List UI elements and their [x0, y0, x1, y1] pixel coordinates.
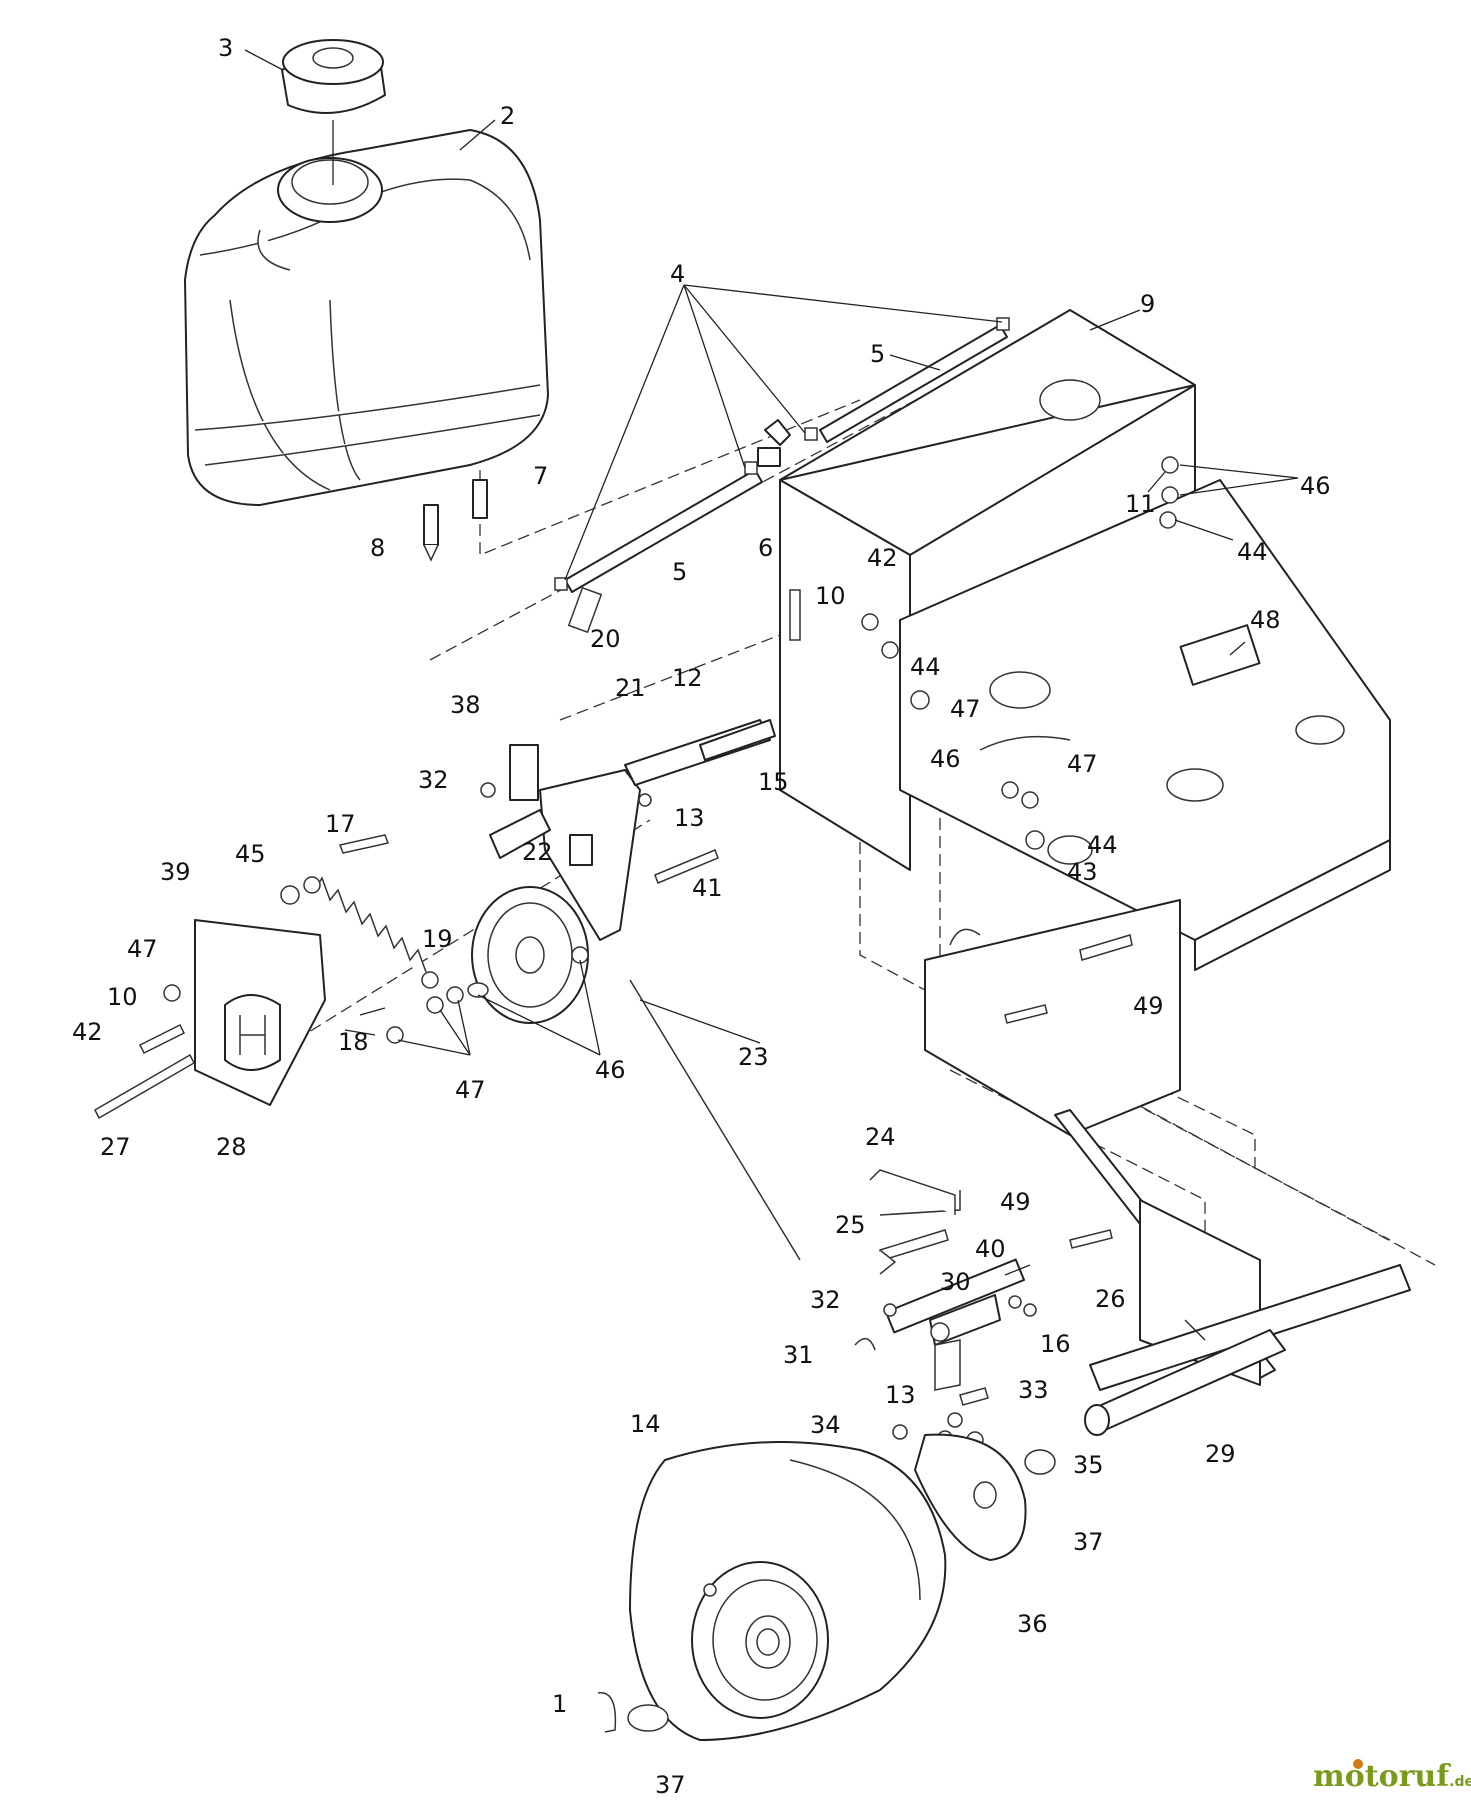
axle: [1084, 1329, 1286, 1436]
idler-pulley: [467, 886, 589, 1024]
callout-27: 27: [100, 1133, 131, 1161]
callout-6: 6: [758, 534, 773, 562]
fuel-tank: [184, 129, 549, 506]
brake-band: [914, 1433, 1056, 1561]
callout-49: 49: [1133, 992, 1164, 1020]
watermark-logo: motoruf.de: [1313, 1759, 1471, 1794]
callout-46: 46: [1300, 472, 1331, 500]
callout-47: 47: [950, 695, 981, 723]
callout-33: 33: [1018, 1376, 1049, 1404]
callout-1: 1: [552, 1690, 567, 1718]
callout-16: 16: [1040, 1330, 1071, 1358]
callout-25: 25: [835, 1211, 866, 1239]
callout-48: 48: [1250, 606, 1281, 634]
callout-23: 23: [738, 1043, 769, 1071]
leader-lines: [244, 49, 1299, 1341]
callout-46: 46: [930, 745, 961, 773]
callout-42: 42: [867, 544, 898, 572]
callout-40: 40: [975, 1235, 1006, 1263]
fuel-fittings: [423, 479, 488, 562]
watermark-suffix: .de: [1449, 1774, 1471, 1790]
callout-7: 7: [533, 462, 548, 490]
callout-28: 28: [216, 1133, 247, 1161]
main-frame: [779, 309, 1391, 1136]
callout-15: 15: [758, 768, 789, 796]
callout-29: 29: [1205, 1440, 1236, 1468]
callout-44: 44: [910, 653, 941, 681]
callout-13: 13: [674, 804, 705, 832]
callout-47: 47: [455, 1076, 486, 1104]
callout-35: 35: [1073, 1451, 1104, 1479]
callout-46: 46: [595, 1056, 626, 1084]
callout-47: 47: [1067, 750, 1098, 778]
fuel-cap: [281, 39, 386, 185]
callout-10: 10: [107, 983, 138, 1011]
callout-38: 38: [450, 691, 481, 719]
callout-43: 43: [1067, 858, 1098, 886]
callout-31: 31: [783, 1341, 814, 1369]
callout-42: 42: [72, 1018, 103, 1046]
fuel-lines: [554, 317, 1010, 593]
callout-32: 32: [810, 1286, 841, 1314]
callout-39: 39: [160, 858, 191, 886]
shafts: [567, 586, 776, 786]
callout-26: 26: [1095, 1285, 1126, 1313]
callout-3: 3: [218, 34, 233, 62]
callout-19: 19: [422, 925, 453, 953]
callout-17: 17: [325, 810, 356, 838]
brake-rods: [629, 979, 1411, 1391]
callout-44: 44: [1237, 538, 1268, 566]
callout-10: 10: [815, 582, 846, 610]
callout-30: 30: [940, 1268, 971, 1296]
callout-14: 14: [630, 1410, 661, 1438]
callout-41: 41: [692, 874, 723, 902]
side-plate: [194, 919, 326, 1106]
callout-45: 45: [235, 840, 266, 868]
callout-2: 2: [500, 102, 515, 130]
callout-20: 20: [590, 625, 621, 653]
callout-47: 47: [127, 935, 158, 963]
watermark-brand: motoruf: [1313, 1759, 1451, 1794]
callout-24: 24: [865, 1123, 896, 1151]
brake-linkage: [854, 1169, 1037, 1449]
callout-21: 21: [615, 674, 646, 702]
callout-37: 37: [655, 1771, 686, 1799]
callout-5: 5: [672, 558, 687, 586]
callout-18: 18: [338, 1028, 369, 1056]
callout-labels: 1 2 3 4 5 5 6 7 8 9 10 10 11 12 13 13 14…: [72, 34, 1331, 1799]
callout-22: 22: [522, 838, 553, 866]
callout-8: 8: [370, 534, 385, 562]
callout-13: 13: [885, 1381, 916, 1409]
callout-5: 5: [870, 340, 885, 368]
callout-44: 44: [1087, 831, 1118, 859]
callout-36: 36: [1017, 1610, 1048, 1638]
callout-11: 11: [1125, 490, 1156, 518]
callout-49: 49: [1000, 1188, 1031, 1216]
watermark-accent-dot: [1353, 1759, 1363, 1769]
pulley-bracket: [489, 744, 641, 941]
fasteners: [94, 456, 1179, 1249]
svg-text:motoruf.de: motoruf.de: [1313, 1759, 1471, 1794]
wheel-assembly: [597, 1441, 947, 1741]
callout-37: 37: [1073, 1528, 1104, 1556]
callout-34: 34: [810, 1411, 841, 1439]
callout-32: 32: [418, 766, 449, 794]
callout-9: 9: [1140, 290, 1155, 318]
tension-spring: [303, 876, 439, 989]
callout-12: 12: [672, 664, 703, 692]
callout-4: 4: [670, 260, 685, 288]
